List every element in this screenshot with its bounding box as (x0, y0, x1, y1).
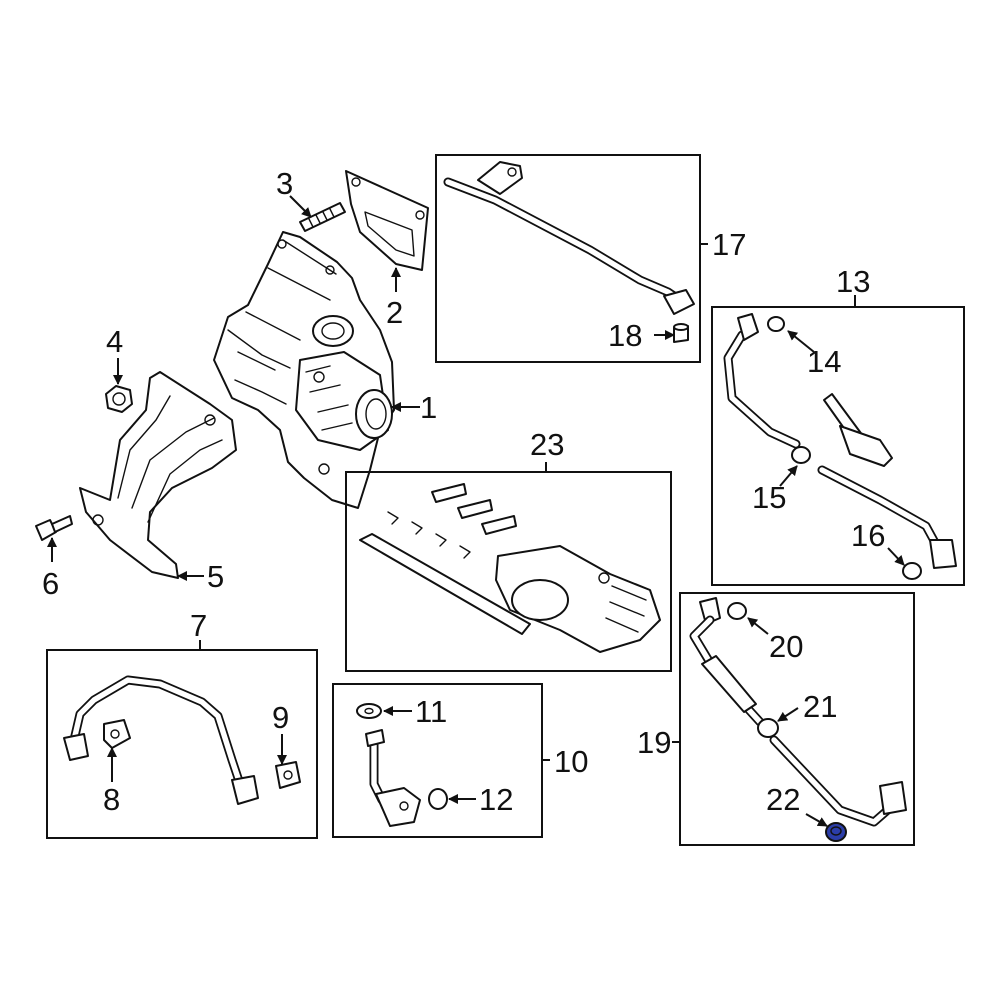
sleeve-part-15 (791, 446, 811, 464)
callout-13: 13 (836, 264, 870, 299)
callout-9: 9 (272, 700, 289, 735)
actuator-part-23 (359, 483, 661, 653)
callout-10: 10 (554, 744, 588, 779)
feed-line-part-13 (723, 313, 957, 569)
washer-part-16 (902, 562, 922, 580)
gasket-part-2 (345, 170, 429, 271)
oil-line-part-17 (443, 161, 695, 315)
callout-1: 1 (420, 390, 437, 425)
box-assembly-19 (679, 592, 915, 846)
washer-part-11 (356, 703, 382, 719)
box-assembly-23 (345, 471, 672, 672)
callout-7: 7 (190, 608, 207, 643)
gasket-part-9 (275, 761, 301, 789)
callout-17: 17 (712, 227, 746, 262)
sleeve-part-20 (727, 602, 747, 620)
callout-18: 18 (608, 318, 642, 353)
drain-tube-part-10 (365, 729, 421, 827)
callout-14: 14 (807, 344, 841, 379)
callout-12: 12 (479, 782, 513, 817)
return-line-part-7 (63, 675, 259, 805)
sleeve-part-21 (757, 718, 779, 738)
callout-21: 21 (803, 689, 837, 724)
turbocharger-part-1 (213, 231, 395, 509)
callout-8: 8 (103, 782, 120, 817)
callout-20: 20 (769, 629, 803, 664)
callout-2: 2 (386, 295, 403, 330)
callout-6: 6 (42, 566, 59, 601)
leader-lines (47, 195, 905, 827)
callout-11: 11 (415, 694, 447, 729)
gasket-part-8 (103, 719, 131, 749)
box-assembly-7 (46, 649, 318, 839)
washer-part-22-highlighted[interactable] (825, 822, 847, 842)
washer-part-18 (673, 323, 689, 343)
callout-labels: 1 2 3 4 5 6 7 8 9 10 11 12 13 14 15 16 1… (42, 166, 885, 817)
sleeve-part-14 (767, 316, 785, 332)
callout-16: 16 (851, 518, 885, 553)
stud-part-3 (299, 202, 346, 232)
nut-part-4 (105, 385, 133, 413)
callout-5: 5 (207, 559, 224, 594)
callout-19: 19 (637, 725, 671, 760)
box-assembly-17 (435, 154, 701, 363)
washer-part-12 (428, 788, 448, 810)
callout-3: 3 (276, 166, 293, 201)
heat-shield-part-5 (79, 371, 237, 579)
coolant-line-part-19 (689, 597, 907, 827)
callout-22: 22 (766, 782, 800, 817)
callout-4: 4 (106, 324, 123, 359)
bolt-part-6 (35, 515, 73, 541)
callout-23: 23 (530, 427, 564, 462)
box-assembly-13 (711, 306, 965, 586)
callout-15: 15 (752, 480, 786, 515)
